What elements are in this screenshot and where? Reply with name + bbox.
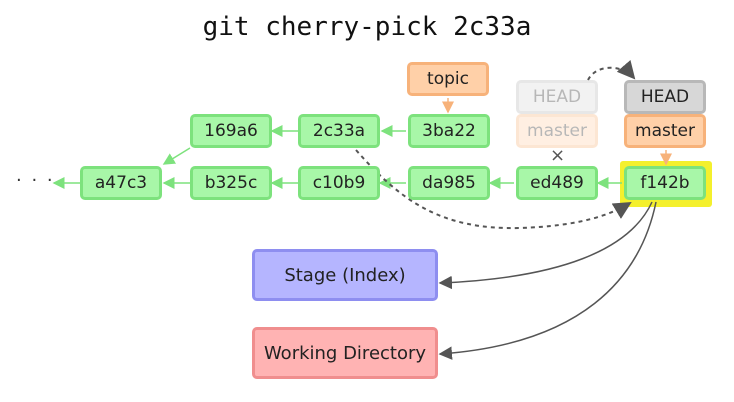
arrow-cherry-pick (355, 149, 632, 230)
working-directory-area: Working Directory (252, 327, 438, 379)
commit-da985: da985 (408, 166, 490, 200)
arrow-f142b-stage (438, 201, 653, 290)
arrow-head-move (587, 59, 636, 81)
removed-ref-marker: × (550, 145, 566, 166)
history-ellipsis: · · · (16, 170, 55, 191)
commit-3ba22: 3ba22 (408, 114, 490, 148)
old-head-ref: HEAD (516, 80, 598, 114)
commit-a47c3: a47c3 (80, 166, 162, 200)
diagram-title: git cherry-pick 2c33a (202, 12, 532, 42)
arrow-f142b-workdir (438, 201, 657, 360)
commit-169a6: 169a6 (190, 114, 272, 148)
old-branch-master: master (516, 114, 598, 148)
arrow-169a6-a47c3 (162, 147, 191, 165)
stage-index-area: Stage (Index) (252, 249, 438, 301)
branch-topic: topic (407, 62, 489, 96)
branch-master: master (624, 114, 706, 148)
head-ref: HEAD (624, 80, 706, 114)
commit-f142b: f142b (624, 166, 706, 200)
commit-ed489: ed489 (516, 166, 598, 200)
commit-2c33a: 2c33a (298, 114, 380, 148)
commit-c10b9: c10b9 (298, 166, 380, 200)
commit-b325c: b325c (190, 166, 272, 200)
